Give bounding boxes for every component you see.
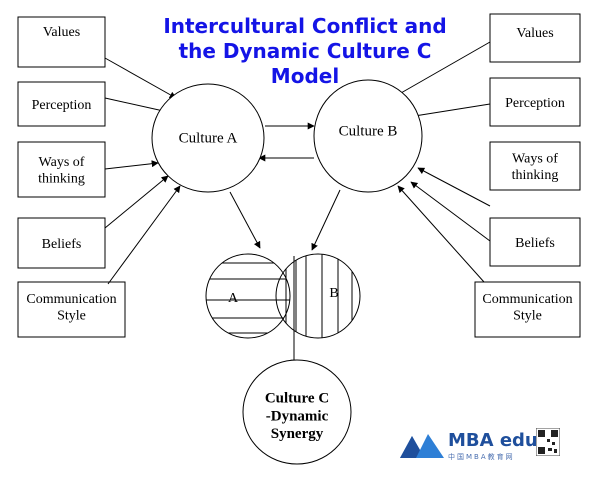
culture-a-ellipse (151, 83, 265, 193)
factor-arrow (107, 185, 181, 285)
venn-circle-b (275, 253, 361, 339)
diagram-title: Intercultural Conflict and the Dynamic C… (140, 14, 470, 89)
factor-box-outline (489, 13, 581, 63)
factor-box-outline (17, 217, 106, 269)
factor-arrow (104, 160, 159, 170)
factor-box-outline (489, 217, 581, 267)
right-factor-box: Beliefs (489, 217, 581, 267)
factor-box-outline (17, 141, 106, 198)
left-factor-label: Perception (32, 98, 92, 113)
culture-c-ellipse (242, 359, 352, 465)
right-factor-label: Perception (505, 96, 565, 111)
culture-a-label: Culture A (179, 130, 238, 146)
right-factor-box: Perception (489, 77, 581, 127)
factor-arrow (397, 185, 485, 283)
mountain-logo-icon (400, 434, 444, 458)
factor-box-outline (474, 281, 581, 338)
factor-arrow (410, 181, 491, 242)
left-factor-box: Perception (17, 81, 106, 127)
factor-box-outline (17, 281, 126, 338)
title-line-2: the Dynamic Culture C (178, 39, 432, 63)
factor-box-outline (489, 141, 581, 191)
right-factor-box: Values (489, 13, 581, 63)
title-line-1: Intercultural Conflict and (163, 14, 447, 38)
culture-b-ellipse (313, 79, 423, 193)
right-factor-label: Beliefs (515, 236, 555, 251)
qr-code-icon (536, 428, 560, 456)
venn-circle-a (205, 253, 291, 339)
factor-arrow (417, 167, 491, 207)
culture-b-label: Culture B (339, 123, 398, 139)
factor-arrow (104, 57, 177, 99)
watermark-logo: MBA edu 中国MBA教育网 (400, 428, 580, 464)
left-factor-box: Values (17, 16, 106, 68)
venn-label-a: A (228, 291, 239, 306)
left-factor-label: Values (43, 25, 80, 40)
watermark-brand: MBA edu (448, 430, 538, 451)
factor-box-outline (17, 16, 106, 68)
factor-box-outline (489, 77, 581, 127)
b-to-venn-arrow (311, 189, 341, 251)
factor-arrow (104, 97, 169, 115)
left-factor-label: Beliefs (42, 237, 82, 252)
venn-label-b: B (329, 286, 338, 301)
right-factor-label: Values (516, 26, 553, 41)
left-factor-box: Beliefs (17, 217, 106, 269)
watermark-subtitle: 中国MBA教育网 (448, 453, 515, 461)
factor-arrow (393, 41, 491, 98)
factor-arrow (104, 175, 169, 229)
a-to-venn-arrow (229, 191, 261, 249)
factor-box-outline (17, 81, 106, 127)
title-line-3: Model (270, 64, 340, 88)
